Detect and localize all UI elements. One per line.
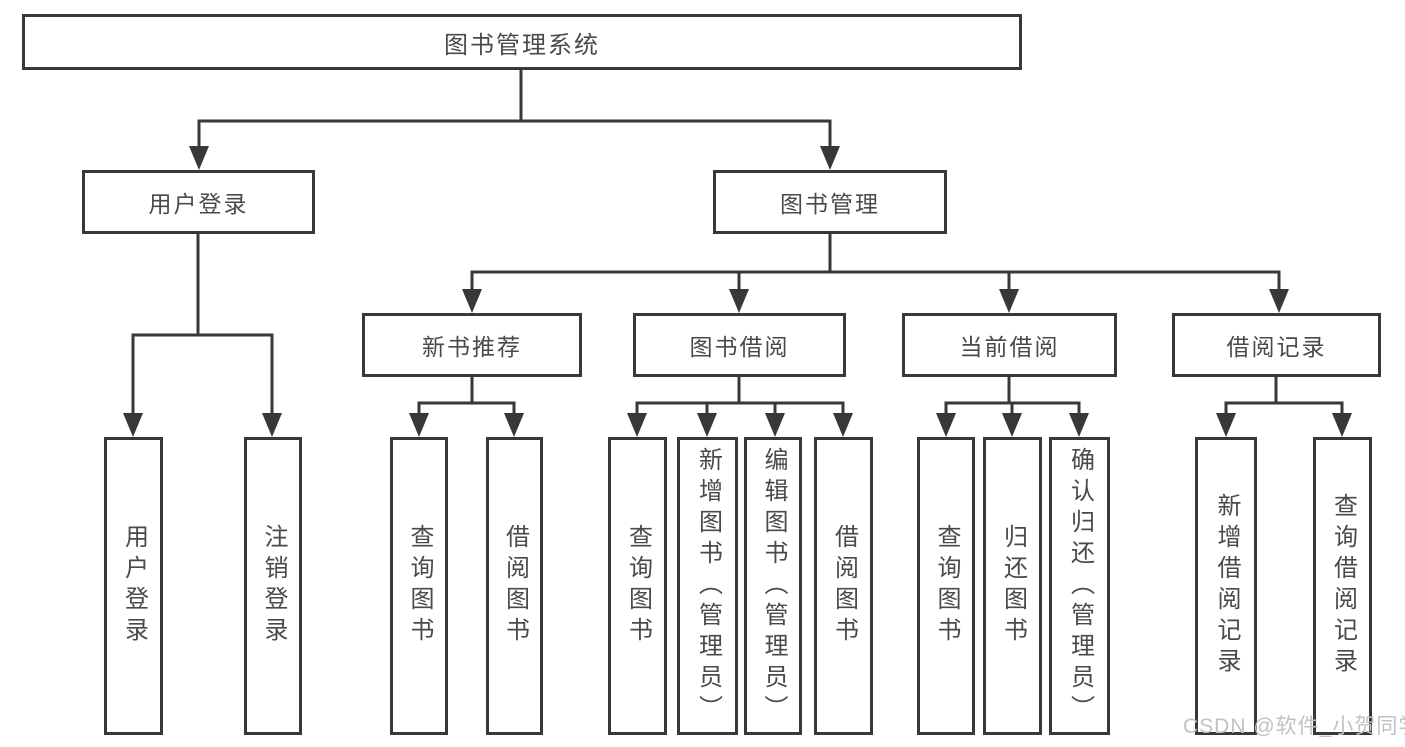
leaf-user-login: 用户登录 bbox=[104, 437, 163, 735]
leaf-return-books: 归还图书 bbox=[983, 437, 1042, 735]
node-user-login: 用户登录 bbox=[82, 170, 315, 234]
node-book-borrowing: 图书借阅 bbox=[633, 313, 846, 377]
node-library-management-system: 图书管理系统 bbox=[22, 14, 1022, 70]
leaf-borrow-books-newbook: 借阅图书 bbox=[486, 437, 543, 735]
node-book-management: 图书管理 bbox=[713, 170, 947, 234]
leaf-borrow-books-borrowing: 借阅图书 bbox=[814, 437, 873, 735]
node-borrow-records: 借阅记录 bbox=[1172, 313, 1381, 377]
node-current-borrowing: 当前借阅 bbox=[902, 313, 1117, 377]
leaf-add-borrow-record: 新增借阅记录 bbox=[1195, 437, 1257, 735]
node-new-book-recommend: 新书推荐 bbox=[362, 313, 582, 377]
leaf-query-books-current: 查询图书 bbox=[917, 437, 975, 735]
leaf-edit-book-admin: 编辑图书（管理员） bbox=[744, 437, 802, 735]
leaf-query-books-newbook: 查询图书 bbox=[390, 437, 448, 735]
leaf-add-book-admin: 新增图书（管理员） bbox=[677, 437, 738, 735]
leaf-query-books-borrowing: 查询图书 bbox=[608, 437, 667, 735]
leaf-logout: 注销登录 bbox=[244, 437, 302, 735]
leaf-confirm-return-admin: 确认归还（管理员） bbox=[1049, 437, 1110, 735]
leaf-query-borrow-record: 查询借阅记录 bbox=[1313, 437, 1372, 735]
watermark: CSDN @软件_小贺同学 bbox=[1183, 715, 1405, 738]
